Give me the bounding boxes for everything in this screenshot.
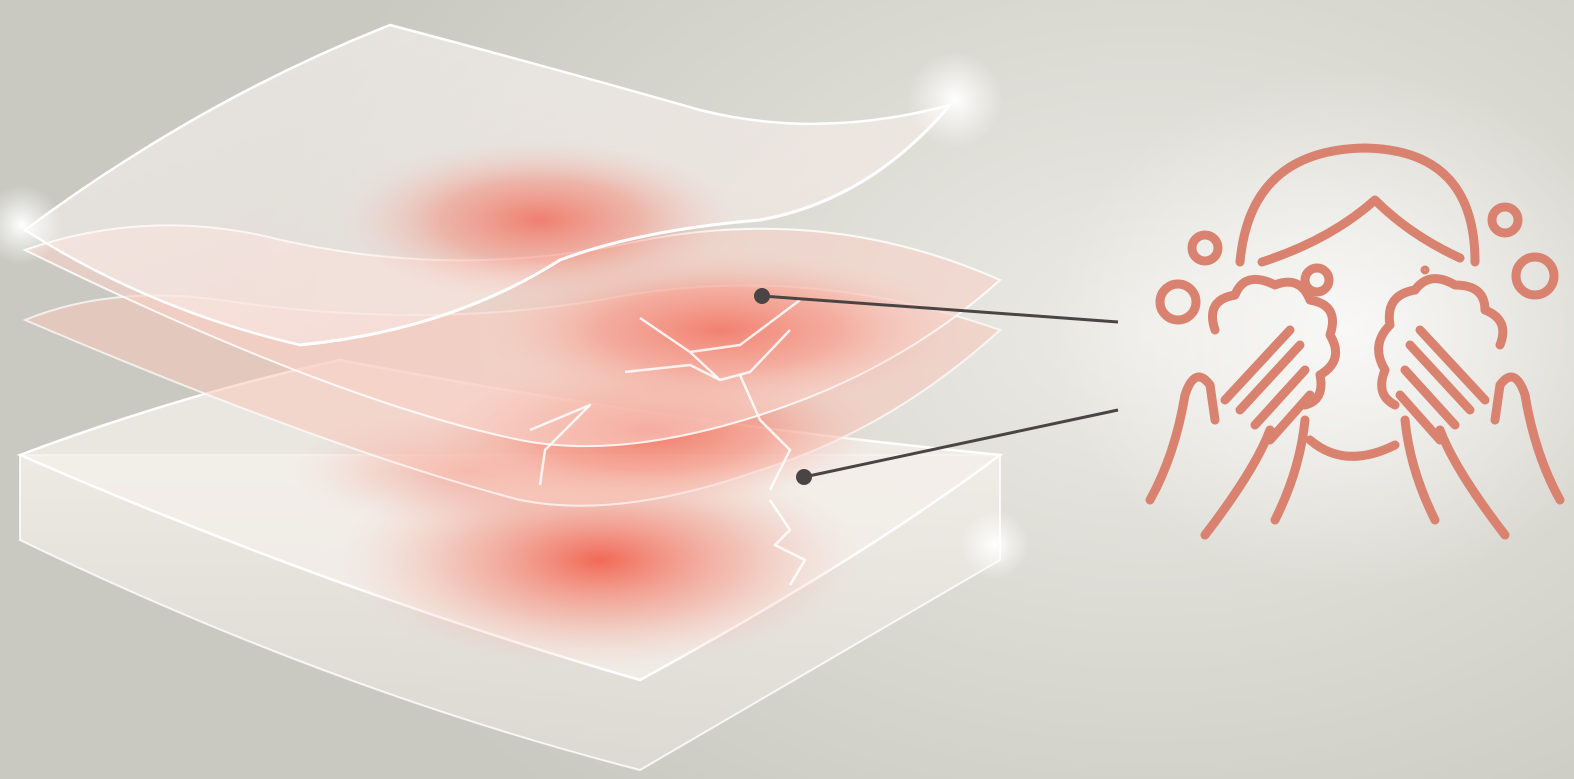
sparkle-top-right bbox=[907, 52, 1003, 148]
leader-dot-upper bbox=[754, 288, 770, 304]
face-background-glow bbox=[1050, 70, 1574, 590]
eye-icon bbox=[1423, 268, 1427, 272]
leader-dot-lower bbox=[796, 469, 812, 485]
top-red-glow bbox=[340, 140, 740, 300]
sparkle-bottom-right bbox=[961, 511, 1029, 579]
